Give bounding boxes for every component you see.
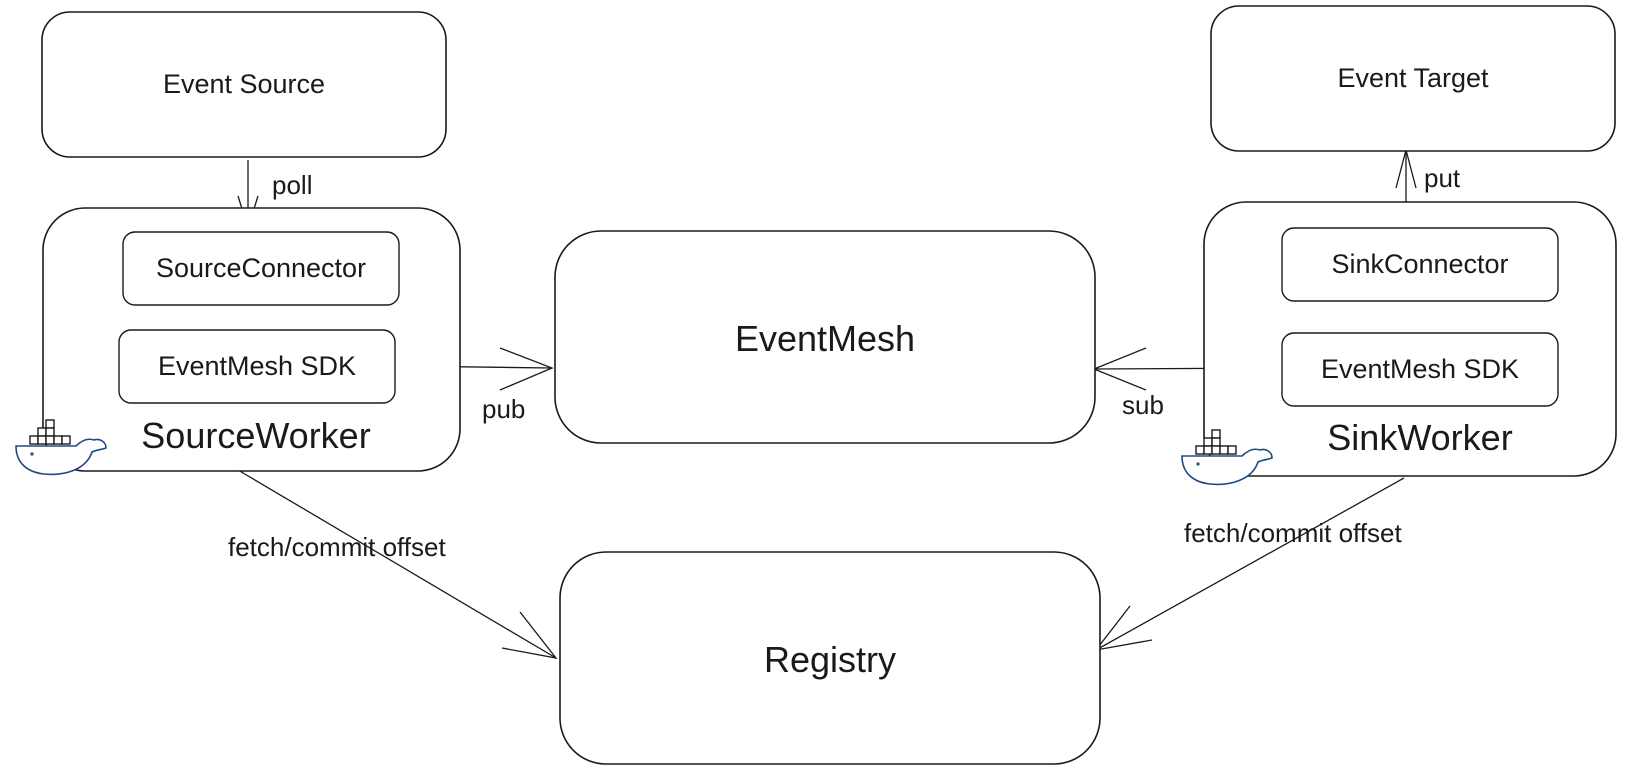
source-sdk-box bbox=[118, 329, 396, 404]
sink-worker-label: SinkWorker bbox=[1327, 417, 1512, 458]
event-target-box: Event Target bbox=[1210, 5, 1616, 152]
source-offset-label: fetch/commit offset bbox=[228, 532, 446, 562]
source-connector-box bbox=[122, 231, 400, 306]
registry-label: Registry bbox=[764, 639, 896, 680]
source-offset-edge bbox=[237, 469, 558, 659]
registry-box: Registry bbox=[559, 551, 1101, 765]
pub-label: pub bbox=[482, 394, 525, 424]
sink-offset-edge bbox=[1094, 477, 1405, 651]
event-source-label: Event Source bbox=[163, 69, 325, 99]
put-label: put bbox=[1424, 163, 1461, 193]
event-source-box: Event Source bbox=[41, 11, 447, 158]
eventmesh-box: EventMesh bbox=[554, 230, 1096, 444]
sink-offset-label: fetch/commit offset bbox=[1184, 518, 1402, 548]
sink-sdk-label: EventMesh SDK bbox=[1321, 354, 1519, 384]
sink-worker-box: SinkConnector EventMesh SDK SinkWorker bbox=[1203, 201, 1617, 477]
sink-connector-box bbox=[1281, 227, 1559, 302]
eventmesh-label: EventMesh bbox=[735, 318, 915, 359]
sink-connector-label: SinkConnector bbox=[1331, 249, 1508, 279]
sub-label: sub bbox=[1122, 390, 1164, 420]
sink-sdk-box bbox=[1281, 332, 1559, 407]
source-worker-box: SourceConnector EventMesh SDK SourceWork… bbox=[42, 207, 461, 472]
source-worker-label: SourceWorker bbox=[141, 415, 370, 456]
poll-label: poll bbox=[272, 170, 312, 200]
event-target-label: Event Target bbox=[1337, 63, 1489, 93]
source-sdk-label: EventMesh SDK bbox=[158, 351, 356, 381]
source-connector-label: SourceConnector bbox=[156, 253, 366, 283]
